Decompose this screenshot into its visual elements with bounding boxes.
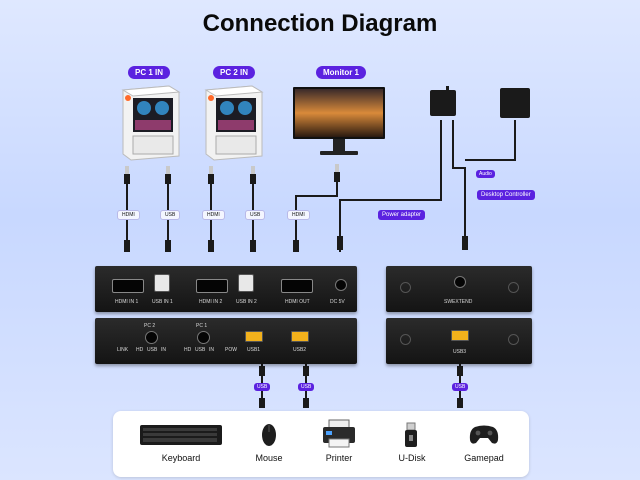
usb3-label: USB3: [453, 349, 467, 355]
hdmi-in-2-label: HDMI IN 2: [199, 299, 223, 305]
pc2-hd-led-label: HD: [136, 347, 144, 353]
screw-icon: [400, 334, 411, 345]
peripherals-card: Keyboard Mouse Printer U-Disk Gamepa: [113, 411, 529, 477]
usb2-port[interactable]: [291, 331, 309, 342]
pc2-select-button[interactable]: [145, 331, 158, 344]
usb1-label: USB1: [247, 347, 261, 353]
hdmi-in-1-port[interactable]: [112, 279, 144, 293]
usb-in-2-port[interactable]: [238, 274, 254, 292]
device-label-u-disk: U-Disk: [398, 453, 426, 463]
pow-label: POW: [225, 347, 237, 353]
usb-in-2-label: USB IN 2: [236, 299, 257, 305]
controller-front-panel: USB3: [386, 318, 532, 364]
pc1-in-led-label: IN: [209, 347, 214, 353]
pc1-label: PC 1 IN: [128, 66, 171, 79]
pc1-select-button[interactable]: [197, 331, 210, 344]
usb-in-1-label: USB IN 1: [152, 299, 173, 305]
link-label: LINK: [117, 347, 129, 353]
controller-button[interactable]: [454, 276, 466, 288]
usb-tag-pc1: USB: [160, 210, 181, 220]
device-label-keyboard: Keyboard: [161, 453, 201, 463]
switch-front-panel: LINK PC 2 HD USB IN PC 1 HD USB IN POW U…: [95, 318, 357, 364]
pc1-usb-led-label: USB: [195, 347, 206, 353]
hdmi-out-label: HDMI OUT: [285, 299, 310, 305]
controller-top-panel: SWEXTEND: [386, 266, 532, 312]
power-adapter-tag: Power adapter: [378, 210, 426, 220]
monitor-label: Monitor 1: [316, 66, 366, 79]
hdmi-in-2-port[interactable]: [196, 279, 228, 293]
pc1-tower-icon: [121, 85, 181, 161]
screw-icon: [508, 282, 519, 293]
pc2-panel-label: PC 2: [144, 323, 156, 329]
usb1-port[interactable]: [245, 331, 263, 342]
pc2-in-led-label: IN: [161, 347, 166, 353]
mouse-icon: [262, 424, 276, 446]
device-label-printer: Printer: [325, 453, 353, 463]
hdmi-tag-monitor: HDMI: [287, 210, 310, 220]
screw-icon: [400, 282, 411, 293]
power-adapter-icon: [430, 86, 456, 116]
device-label-gamepad: Gamepad: [464, 453, 504, 463]
monitor-icon: [293, 87, 385, 155]
audio-tag: Audio: [476, 170, 495, 178]
hdmi-out-port[interactable]: [281, 279, 313, 293]
usb-tag-usb1: USB: [254, 383, 271, 391]
pc1-hd-led-label: HD: [184, 347, 192, 353]
screw-icon: [508, 334, 519, 345]
printer-icon: [323, 419, 355, 448]
usb-tag-usb2: USB: [298, 383, 315, 391]
usb3-port[interactable]: [451, 330, 469, 341]
hdmi-tag-pc2: HDMI: [202, 210, 225, 220]
keyboard-icon: [140, 425, 222, 445]
usb-tag-pc2: USB: [245, 210, 266, 220]
desktop-controller-power-icon: [500, 88, 530, 118]
pc2-label: PC 2 IN: [213, 66, 256, 79]
pc2-tower-icon: [204, 85, 264, 161]
usb2-label: USB2: [293, 347, 307, 353]
controller-brand: SWEXTEND: [444, 299, 473, 305]
usb-drive-icon: [405, 422, 417, 447]
usb-tag-usb3: USB: [452, 383, 469, 391]
pc2-usb-led-label: USB: [147, 347, 158, 353]
diagram-title: Connection Diagram: [202, 10, 438, 37]
usb-in-1-port[interactable]: [154, 274, 170, 292]
dc-5v-label: DC 5V: [330, 299, 345, 305]
device-label-mouse: Mouse: [255, 453, 283, 463]
pc1-panel-label: PC 1: [196, 323, 208, 329]
dc-5v-jack[interactable]: [335, 279, 347, 291]
gamepad-icon: [469, 425, 499, 444]
hdmi-tag-pc1: HDMI: [117, 210, 140, 220]
hdmi-in-1-label: HDMI IN 1: [115, 299, 139, 305]
switch-back-panel: HDMI IN 1 USB IN 1 HDMI IN 2 USB IN 2 HD…: [95, 266, 357, 312]
desktop-controller-tag: Desktop Controller: [477, 190, 535, 200]
